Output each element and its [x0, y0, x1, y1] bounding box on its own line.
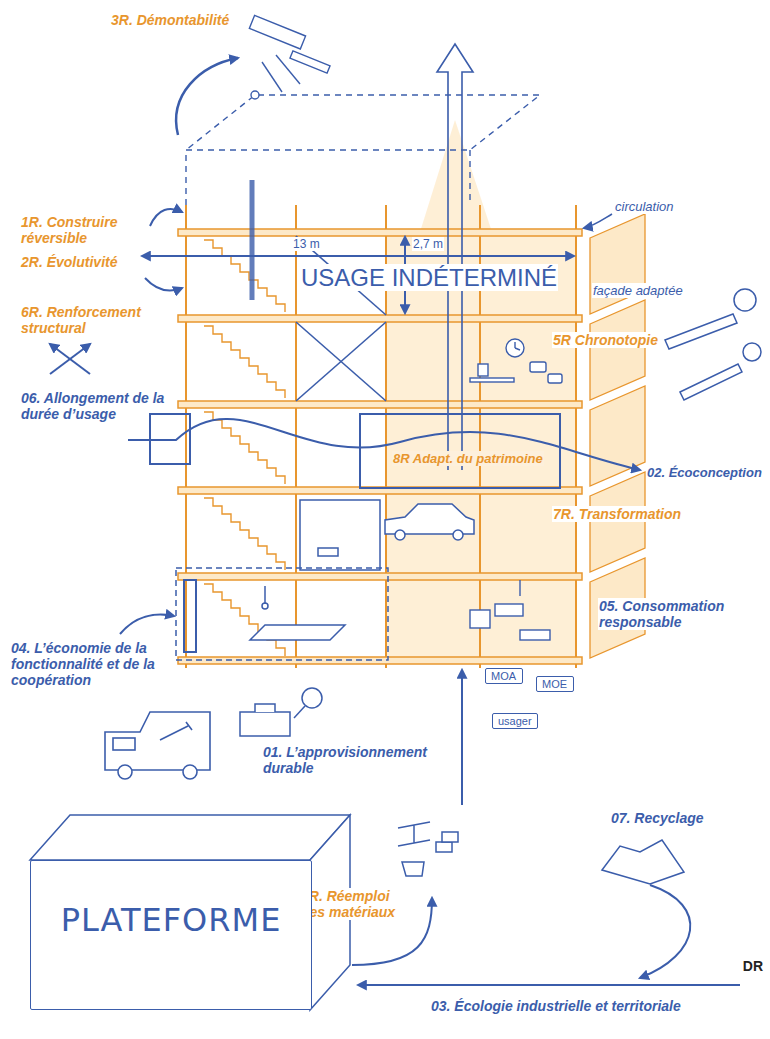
label-text: 4R. Réemploi des matériaux [300, 888, 396, 920]
speech-bubble: usager [492, 713, 538, 729]
label-text: 04. L’économie de la fonctionnalité et d… [10, 640, 156, 688]
label-text: 02. Écoconception [646, 465, 763, 480]
node-text: MOE [542, 678, 568, 690]
toolbox-icon [240, 688, 322, 736]
label-text: 2R. Évolutivité [20, 254, 118, 270]
platform-faces [30, 815, 350, 1010]
arrow-circulation [584, 214, 612, 228]
callout-label: 13 m [292, 238, 321, 252]
label-text: USAGE INDÉTERMINÉ [300, 264, 558, 291]
label-text: 2,7 m [412, 237, 444, 251]
facade-panels [590, 214, 645, 658]
staircase [204, 240, 285, 656]
kitchen-icons [470, 580, 550, 640]
node-text: PLATEFORME [35, 901, 307, 939]
callout-label: 03. Écologie industrielle et territorial… [430, 998, 682, 1014]
label-text: 5R Chronotopie [552, 332, 659, 348]
callout-label: 07. Recyclage [610, 810, 705, 826]
callout-label: 5R Chronotopie [552, 332, 659, 348]
label-text: façade adaptée [592, 283, 684, 298]
callout-label: 1R. Construire réversible [20, 214, 140, 246]
van-icon [105, 712, 210, 779]
label-text: DR [742, 958, 764, 974]
label-text: 07. Recyclage [610, 810, 705, 826]
callout-label: DR [742, 958, 764, 974]
container-module [176, 568, 388, 660]
callout-label: USAGE INDÉTERMINÉ [300, 264, 558, 292]
office-icons [470, 339, 562, 383]
reinforcement-icon [50, 344, 90, 374]
recycled-rock [602, 840, 684, 884]
structural-bracing [296, 236, 386, 401]
speech-bubble: MOA [485, 668, 523, 684]
label-text: 8R Adapt. du patrimoine [392, 451, 544, 466]
callout-label: 4R. Réemploi des matériaux [300, 888, 410, 920]
up-arrow [437, 44, 473, 470]
dismantled-parts [249, 15, 330, 99]
speech-bubble: MOE [536, 676, 574, 692]
room [300, 500, 380, 570]
callout-label: 04. L’économie de la fonctionnalité et d… [10, 640, 175, 688]
reused-materials [398, 822, 458, 876]
callout-label: circulation [614, 200, 675, 215]
callout-label: 2,7 m [412, 238, 444, 252]
arrow-1r [150, 209, 182, 226]
label-text: 3R. Démontabilité [110, 12, 230, 28]
arrow-2r [145, 278, 182, 291]
label-text: 7R. Transformation [552, 506, 682, 522]
chronotopy-icons [665, 289, 761, 400]
module-box [360, 414, 560, 488]
vertical-pipe [250, 180, 255, 300]
label-text: 13 m [292, 237, 321, 251]
arrow-03-flow [358, 984, 740, 986]
label-text: 1R. Construire réversible [20, 214, 118, 246]
label-text: 01. L’approvisionnement durable [262, 744, 428, 776]
callout-label: 7R. Transformation [552, 506, 682, 522]
callout-label: 02. Écoconception [646, 466, 763, 481]
label-text: 05. Consommation responsable [598, 598, 725, 630]
wavy-arrow [128, 419, 640, 470]
callout-label: 3R. Démontabilité [110, 12, 230, 28]
callout-label: 01. L’approvisionnement durable [262, 744, 447, 776]
car-icon [385, 504, 474, 540]
callout-label: 6R. Renforcement structural [20, 304, 152, 336]
arrow-recyclage [640, 885, 690, 978]
callout-label: façade adaptée [592, 284, 684, 299]
dimension-13m [142, 255, 574, 257]
node-text: usager [498, 715, 532, 727]
arrow-04 [120, 615, 174, 634]
label-text: circulation [614, 199, 675, 214]
arrow-4r-up [461, 670, 463, 805]
callout-label: 05. Consommation responsable [598, 598, 738, 630]
platform-box: PLATEFORME [30, 860, 312, 1010]
label-text: 06. Allongement de la durée d’usage [20, 390, 165, 422]
callout-label: 06. Allongement de la durée d’usage [20, 390, 170, 422]
label-text: 6R. Renforcement structural [20, 304, 142, 336]
callout-label: 8R Adapt. du patrimoine [392, 452, 544, 467]
label-text: 03. Écologie industrielle et territorial… [430, 998, 682, 1014]
node-text: MOA [491, 670, 517, 682]
roof-extension [186, 95, 540, 205]
callout-label: 2R. Évolutivité [20, 254, 118, 270]
arrow-3r [176, 58, 238, 135]
